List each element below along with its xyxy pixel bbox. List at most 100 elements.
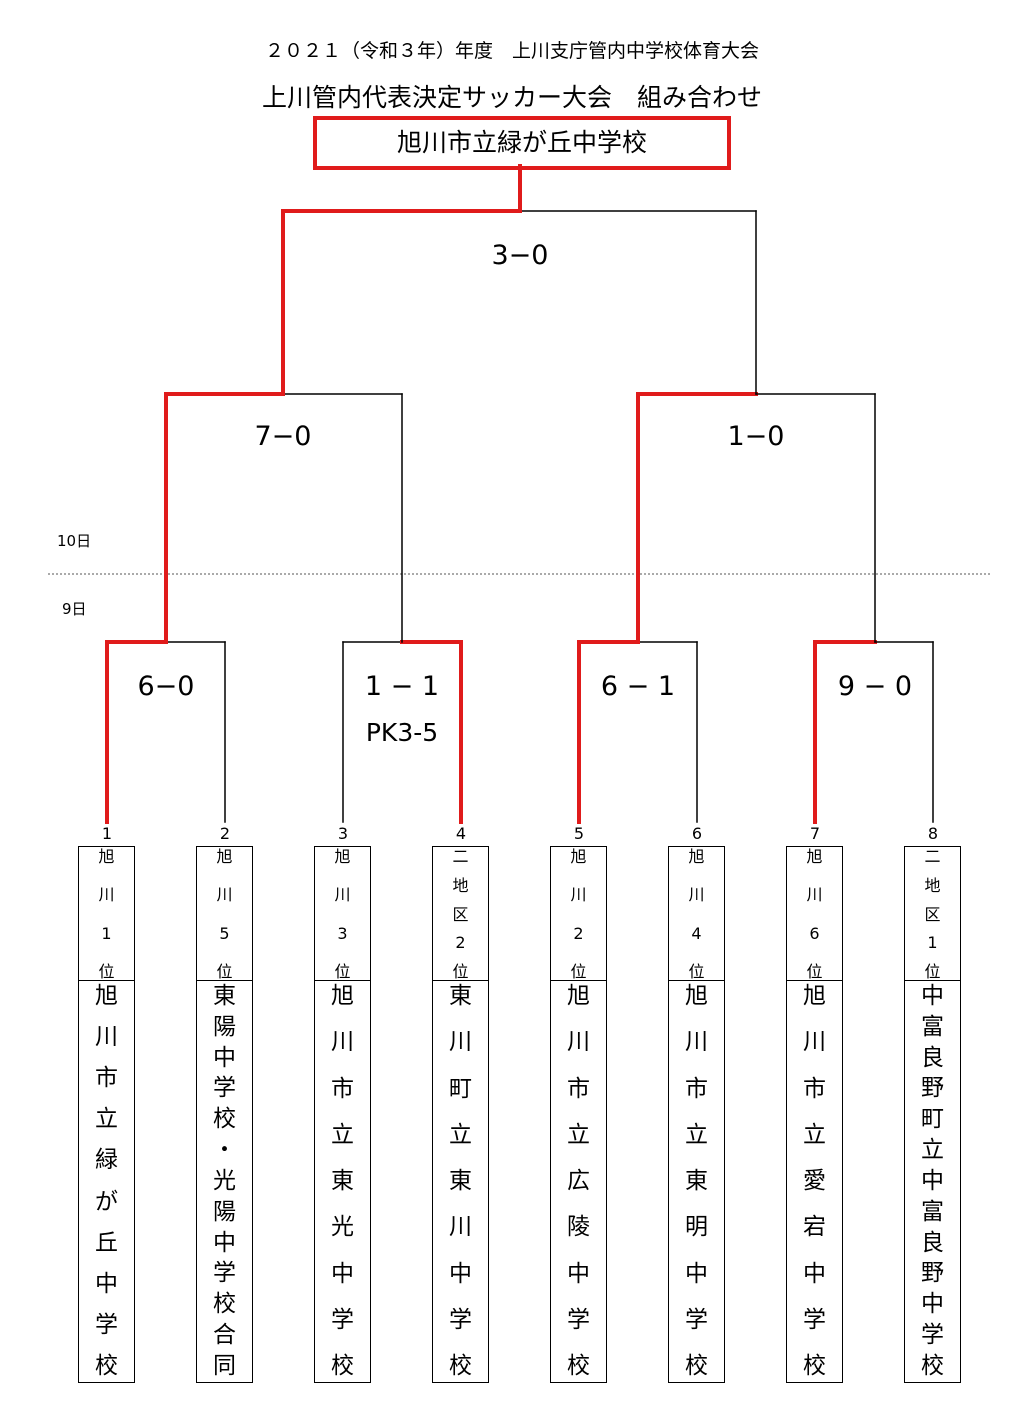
team-name-char: 川 <box>331 1029 354 1056</box>
score-round1-match3: 6 − 1 <box>600 671 676 702</box>
team-name-char: 中 <box>213 1044 236 1071</box>
team-name-char: 市 <box>95 1065 118 1092</box>
qualification-char: 1 <box>927 933 938 953</box>
team-name-char: 同 <box>213 1352 236 1379</box>
team-name-char: 市 <box>567 1075 590 1102</box>
qualification-char: 旭 <box>334 847 351 866</box>
team-name-char: 旭 <box>95 983 118 1009</box>
score-round1-match4: 9 − 0 <box>837 671 913 702</box>
qualification-char: 2 <box>455 933 466 953</box>
qualification-char: 位 <box>452 962 469 981</box>
qualification-char: 4 <box>691 923 702 943</box>
qualification-char: 川 <box>806 885 823 905</box>
qualification-char: 位 <box>806 961 823 981</box>
team-name-char: 野 <box>921 1075 944 1102</box>
qualification-char: 川 <box>570 885 587 905</box>
team-name-char: 中 <box>921 1167 944 1194</box>
team-name-char: 中 <box>921 983 944 1009</box>
qualification-char: 川 <box>216 885 233 905</box>
team-name-char: が <box>95 1188 118 1215</box>
team-name-char: 川 <box>95 1024 118 1051</box>
team-name-char: 町 <box>449 1075 472 1102</box>
team-name-char: 学 <box>921 1322 944 1349</box>
team-name: 旭川市立広陵中学校 <box>551 981 606 1382</box>
qualification-char: 2 <box>573 923 584 943</box>
team-name-char: 立 <box>449 1121 472 1148</box>
team-seed-6: 6 <box>691 824 703 843</box>
team-name-char: 野 <box>921 1260 944 1287</box>
team-name-char: 中 <box>803 1260 826 1287</box>
team-name-char: 市 <box>803 1075 826 1102</box>
team-name: 旭川市立東光中学校 <box>315 981 370 1382</box>
team-name-char: 学 <box>803 1306 826 1333</box>
team-name-char: 川 <box>685 1029 708 1056</box>
team-name-char: 中 <box>567 1260 590 1287</box>
team-name-char: 東 <box>449 1168 472 1194</box>
day-label-10: 10日 <box>57 532 92 550</box>
team-seed-3: 3 <box>337 824 349 843</box>
qualification-char: 区 <box>924 904 941 924</box>
team-name-char: 市 <box>685 1075 708 1102</box>
team-seed-5: 5 <box>573 824 585 843</box>
team-name-char: 東 <box>331 1168 354 1194</box>
score-semi-left: 7−0 <box>254 421 312 452</box>
team-name-char: 旭 <box>685 983 708 1009</box>
qualification-char: 川 <box>688 885 705 905</box>
team-name-char: 中 <box>685 1260 708 1287</box>
qualification-char: 旭 <box>570 847 587 866</box>
qualification-char: 地 <box>452 875 469 895</box>
team-name-char: 校 <box>803 1353 826 1379</box>
qualification-char: 旭 <box>806 847 823 866</box>
score-semi-right: 1−0 <box>727 421 785 452</box>
team-name-char: 立 <box>921 1137 944 1164</box>
team-name-char: 学 <box>213 1075 236 1102</box>
team-name-char: 中 <box>213 1229 236 1256</box>
qualification-char: 区 <box>452 904 469 924</box>
team-name-char: 学 <box>213 1260 236 1287</box>
team-name-char: 校 <box>213 1291 236 1318</box>
team-name: 東川町立東川中学校 <box>433 981 488 1382</box>
team-name-char: 立 <box>95 1106 118 1133</box>
team-name-char: 光 <box>331 1214 354 1241</box>
team-name-char: 学 <box>331 1306 354 1333</box>
team-name-char: 川 <box>567 1029 590 1056</box>
team-seed-4: 4 <box>455 824 467 843</box>
team-name-char: 川 <box>803 1029 826 1056</box>
team-name-char: 旭 <box>803 983 826 1009</box>
score-round1-match2: 1 − 1 <box>364 671 440 702</box>
qualification-char: 位 <box>98 961 115 981</box>
team-name: 旭川市立緑が丘中学校 <box>79 981 134 1382</box>
tournament-title: ２０２１（令和３年）年度 上川支庁管内中学校体育大会 <box>264 40 759 62</box>
qualification-char: 二 <box>924 847 941 866</box>
team-name: 旭川市立愛宕中学校 <box>787 981 842 1382</box>
team-name-char: 宕 <box>803 1214 826 1241</box>
team-name: 東陽中学校・光陽中学校合同 <box>197 981 252 1382</box>
team-name-char: 校 <box>685 1353 708 1379</box>
team-name-char: 校 <box>449 1353 472 1379</box>
team-name-char: 校 <box>331 1353 354 1379</box>
team-seed-7: 7 <box>809 824 821 843</box>
qualification-char: 位 <box>688 961 705 981</box>
team-seed-8: 8 <box>927 824 939 843</box>
qualification-char: 6 <box>809 923 820 943</box>
team-name-char: 立 <box>803 1121 826 1148</box>
team-name-char: 立 <box>685 1121 708 1148</box>
team-name-char: 丘 <box>95 1229 118 1256</box>
qualification-char: 3 <box>337 923 348 943</box>
team-name-char: 明 <box>685 1214 708 1241</box>
team-name-char: 町 <box>921 1106 944 1133</box>
team-name-char: 中 <box>921 1291 944 1318</box>
team-name-char: 川 <box>449 1214 472 1241</box>
qualification-char: 川 <box>334 885 351 905</box>
team-name-char: 陵 <box>567 1214 590 1241</box>
qualification-char: 二 <box>452 847 469 866</box>
team-name-char: ・ <box>213 1137 236 1164</box>
